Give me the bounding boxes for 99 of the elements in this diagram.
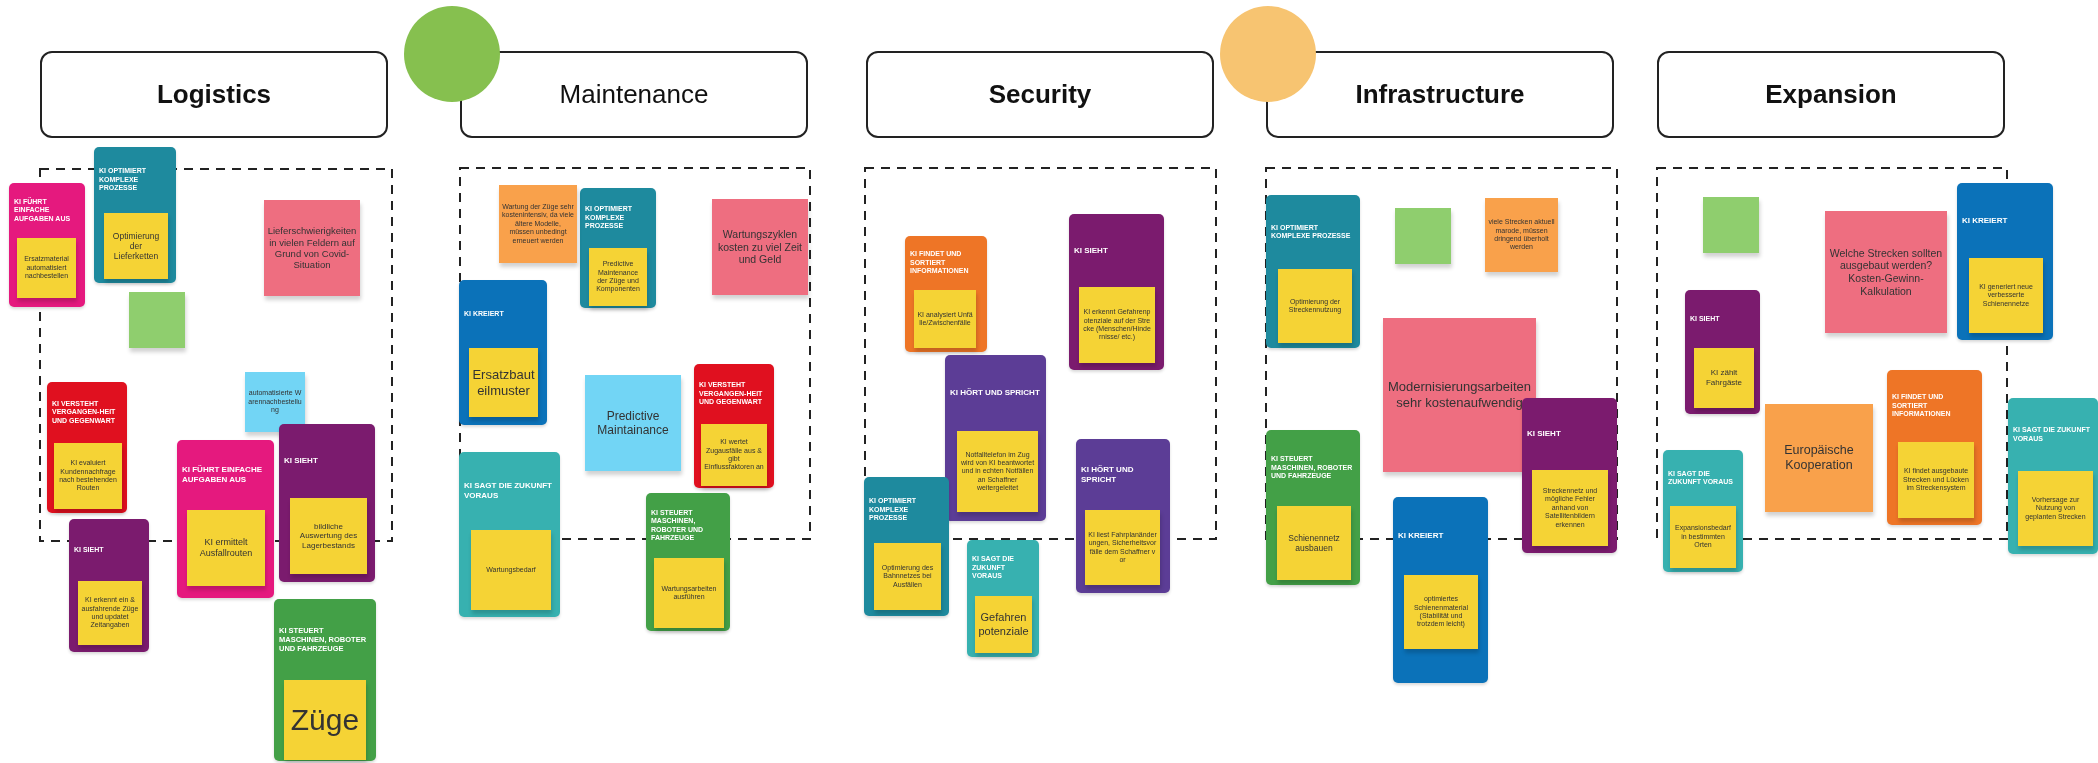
sticky-note bbox=[654, 558, 724, 628]
note-text: Europäische Kooperation bbox=[1783, 443, 1855, 473]
category-card bbox=[2008, 398, 2098, 554]
card-heading: KI KREIERT bbox=[1962, 215, 2008, 226]
note-text: Modernisierungsarbeiten sehr kostenaufwendig bbox=[1386, 379, 1533, 411]
category-title: Expansion bbox=[1765, 79, 1897, 110]
sticky-note bbox=[1532, 470, 1608, 546]
category-card bbox=[274, 599, 376, 761]
sticky-note bbox=[1969, 258, 2043, 333]
category-card bbox=[945, 355, 1046, 521]
sticky-note bbox=[471, 530, 551, 610]
category-title: Logistics bbox=[156, 79, 272, 110]
card-heading: KI HÖRT UND SPRICHT bbox=[1081, 464, 1135, 485]
category-card bbox=[1663, 450, 1743, 572]
category-header bbox=[460, 51, 808, 138]
note-text: KI ermittelt Ausfallrouten bbox=[198, 537, 254, 559]
sticky-note bbox=[245, 372, 305, 432]
sticky-note bbox=[1079, 287, 1155, 363]
card-heading: KI SIEHT bbox=[1074, 245, 1108, 256]
category-card bbox=[47, 382, 127, 513]
note-text: bildliche Auswertung des Lagerbestands bbox=[298, 521, 359, 551]
category-header bbox=[1657, 51, 2005, 138]
sticky-note bbox=[290, 498, 367, 574]
card-heading: KI SIEHT bbox=[1527, 429, 1561, 439]
category-card bbox=[694, 364, 774, 488]
card-heading: KI FÜHRT EINFACHE AUFGABEN AUS bbox=[182, 465, 263, 485]
category-card bbox=[1957, 183, 2053, 340]
category-card bbox=[1076, 439, 1170, 593]
sticky-note bbox=[1395, 208, 1451, 264]
note-text: Züge bbox=[290, 702, 360, 738]
note-text: KI zählt Fahrgäste bbox=[1705, 368, 1743, 388]
note-text: Schienennetz ausbauen bbox=[1287, 532, 1341, 554]
category-card bbox=[1266, 430, 1360, 585]
sticky-note bbox=[585, 375, 681, 471]
sticky-note bbox=[589, 248, 647, 306]
note-text: Wartungszyklen kosten zu viel Zeit und Geld bbox=[716, 228, 803, 266]
sticky-note bbox=[701, 424, 767, 486]
note-text: Ersatzbauteilmuster bbox=[472, 366, 535, 399]
sticky-note bbox=[1085, 510, 1160, 585]
category-card bbox=[9, 183, 85, 307]
category-title: Infrastructure bbox=[1355, 79, 1525, 110]
category-header bbox=[40, 51, 388, 138]
category-card bbox=[459, 452, 560, 617]
card-heading: KI SIEHT bbox=[284, 456, 318, 466]
category-card bbox=[864, 477, 949, 616]
category-header bbox=[866, 51, 1214, 138]
note-text: Optimierung der Lieferketten bbox=[111, 230, 161, 262]
card-heading: KI KREIERT bbox=[1398, 531, 1444, 541]
category-title: Security bbox=[988, 79, 1092, 110]
sticky-note bbox=[1765, 404, 1873, 512]
sticky-note bbox=[1825, 211, 1947, 333]
sticky-note bbox=[1670, 506, 1736, 568]
sticky-note bbox=[1383, 318, 1536, 472]
sticky-note bbox=[975, 596, 1032, 653]
sticky-note bbox=[1703, 197, 1759, 253]
card-heading: KI HÖRT UND SPRICHT bbox=[950, 388, 1040, 398]
sticky-note bbox=[17, 238, 76, 298]
sticky-note bbox=[957, 431, 1038, 512]
sticky-note bbox=[1694, 348, 1754, 408]
sticky-note bbox=[78, 581, 142, 645]
sticky-note bbox=[129, 292, 185, 348]
note-text: Lieferschwierigkeiten in vielen Feldern auf Grund von Covid-Situation bbox=[267, 225, 357, 271]
sticky-note bbox=[1278, 269, 1352, 343]
note-text: Predictive Maintainance bbox=[596, 408, 670, 438]
sticky-note bbox=[874, 543, 941, 610]
category-card bbox=[1685, 290, 1760, 414]
sticky-note bbox=[264, 200, 360, 296]
category-card bbox=[94, 147, 176, 283]
sticky-note bbox=[54, 443, 122, 509]
category-card bbox=[905, 236, 987, 352]
category-card bbox=[646, 493, 730, 631]
sticky-note bbox=[1277, 506, 1351, 580]
category-card bbox=[1393, 497, 1488, 683]
sticky-note bbox=[469, 348, 538, 417]
sticky-note bbox=[499, 185, 577, 263]
sticky-note bbox=[914, 290, 976, 348]
category-title: Maintenance bbox=[559, 79, 709, 110]
card-heading: KI SAGT DIE ZUKUNFT VORAUS bbox=[464, 481, 553, 501]
note-text: Gefahrenpotenziale bbox=[978, 611, 1029, 638]
category-card bbox=[1266, 195, 1360, 348]
category-card bbox=[580, 188, 656, 308]
sticky-note bbox=[104, 213, 168, 279]
sticky-note bbox=[2018, 471, 2093, 546]
category-card bbox=[1522, 398, 1617, 553]
sticky-note bbox=[187, 510, 265, 586]
sticky-note bbox=[1485, 198, 1558, 272]
sticky-note bbox=[712, 199, 808, 295]
category-card bbox=[459, 280, 547, 425]
sticky-note bbox=[284, 680, 366, 760]
category-card bbox=[69, 519, 149, 652]
sticky-note bbox=[1898, 442, 1974, 518]
category-card bbox=[279, 424, 375, 582]
category-header bbox=[1266, 51, 1614, 138]
category-card bbox=[1069, 214, 1164, 370]
category-card bbox=[177, 440, 274, 598]
category-card bbox=[1887, 370, 1982, 525]
category-card bbox=[967, 540, 1039, 657]
note-text: Welche Strecken sollten ausgebaut werden? Kosten-Gewinn-Kalkulation bbox=[1828, 246, 1944, 298]
sticky-note bbox=[1404, 575, 1478, 649]
